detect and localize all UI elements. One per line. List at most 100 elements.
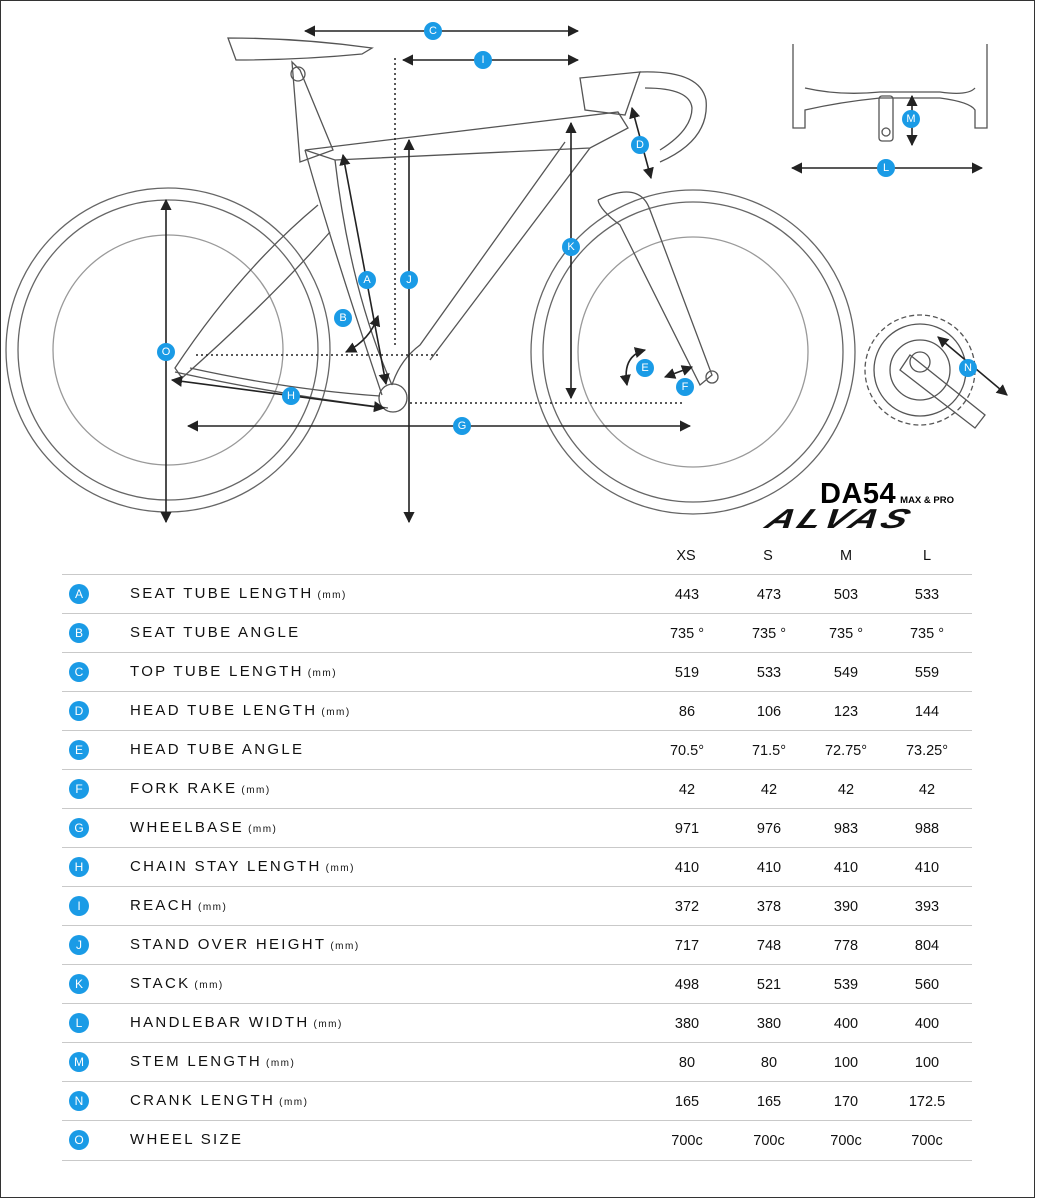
model-variant: MAX & PRO — [900, 495, 954, 506]
value-m: 400 — [833, 1016, 859, 1032]
diagram-label-f: F — [676, 378, 694, 396]
row-badge: D — [69, 701, 89, 721]
value-s: 380 — [756, 1016, 782, 1032]
table-row: N CRANK LENGTH(mm) 165 165 170 172.5 — [62, 1081, 972, 1121]
svg-text:M: M — [906, 113, 915, 125]
value-xs: 519 — [674, 665, 700, 681]
row-unit: (mm) — [241, 785, 271, 796]
handlebar-inset — [792, 44, 988, 142]
table-row: I REACH(mm) 372 378 390 393 — [62, 886, 972, 926]
value-l: 560 — [914, 977, 940, 993]
row-badge: N — [69, 1091, 89, 1111]
value-s: 700c — [753, 1133, 785, 1149]
value-m: 549 — [833, 665, 859, 681]
row-name: WHEELBASE(mm) — [130, 819, 278, 836]
arrow-b — [344, 314, 381, 353]
value-xs: 410 — [674, 860, 700, 876]
svg-text:N: N — [964, 362, 972, 374]
diagram-label-m: M — [902, 110, 920, 128]
row-name: HEAD TUBE LENGTH(mm) — [130, 702, 351, 719]
value-s: 533 — [756, 665, 782, 681]
row-name: STEM LENGTH(mm) — [130, 1053, 296, 1070]
value-xs: 498 — [674, 977, 700, 993]
size-header-s: S — [763, 548, 773, 564]
row-name: REACH(mm) — [130, 897, 228, 914]
value-m: 539 — [833, 977, 859, 993]
row-badge: J — [69, 935, 89, 955]
value-l: 100 — [914, 1055, 940, 1071]
arrow-h — [170, 375, 386, 413]
row-unit: (mm) — [321, 707, 351, 718]
row-name: CHAIN STAY LENGTH(mm) — [130, 858, 355, 875]
row-badge: E — [69, 740, 89, 760]
svg-text:C: C — [429, 25, 437, 37]
row-unit: (mm) — [194, 980, 224, 991]
row-badge: K — [69, 974, 89, 994]
svg-text:L: L — [883, 162, 889, 174]
row-badge: I — [69, 896, 89, 916]
row-name: WHEEL SIZE — [130, 1131, 244, 1148]
value-l: 700c — [911, 1133, 943, 1149]
row-name: HANDLEBAR WIDTH(mm) — [130, 1014, 343, 1031]
table-row: L HANDLEBAR WIDTH(mm) 380 380 400 400 — [62, 1003, 972, 1043]
value-l: 559 — [914, 665, 940, 681]
value-s: 735 ° — [751, 626, 787, 642]
value-l: 804 — [914, 938, 940, 954]
value-s: 71.5° — [751, 743, 787, 759]
value-m: 410 — [833, 860, 859, 876]
value-l: 533 — [914, 587, 940, 603]
value-s: 473 — [756, 587, 782, 603]
brand-logo: ALVAS — [759, 504, 920, 535]
value-xs: 86 — [678, 704, 696, 720]
value-m: 170 — [833, 1094, 859, 1110]
table-row: C TOP TUBE LENGTH(mm) 519 533 549 559 — [62, 652, 972, 692]
value-m: 123 — [833, 704, 859, 720]
table-row: E HEAD TUBE ANGLE 70.5° 71.5° 72.75° 73.… — [62, 730, 972, 770]
value-s: 976 — [756, 821, 782, 837]
row-name: SEAT TUBE LENGTH(mm) — [130, 585, 347, 602]
row-badge: H — [69, 857, 89, 877]
row-unit: (mm) — [330, 941, 360, 952]
row-unit: (mm) — [325, 863, 355, 874]
table-row: G WHEELBASE(mm) 971 976 983 988 — [62, 808, 972, 848]
table-row: A SEAT TUBE LENGTH(mm) 443 473 503 533 — [62, 574, 972, 614]
front-wheel — [530, 189, 856, 515]
svg-text:O: O — [162, 346, 171, 358]
row-badge: C — [69, 662, 89, 682]
table-row: B SEAT TUBE ANGLE 735 ° 735 ° 735 ° 735 … — [62, 613, 972, 653]
bike-geometry-diagram: C I D M L K A J B O E F N H G — [5, 22, 1008, 524]
row-name: STAND OVER HEIGHT(mm) — [130, 936, 360, 953]
svg-text:I: I — [481, 54, 484, 66]
value-xs: 165 — [674, 1094, 700, 1110]
row-name: FORK RAKE(mm) — [130, 780, 271, 797]
arrow-e — [619, 347, 647, 387]
row-badge: M — [69, 1052, 89, 1072]
value-xs: 443 — [674, 587, 700, 603]
model-name: DA54 — [820, 478, 897, 510]
row-unit: (mm) — [198, 902, 228, 913]
value-l: 144 — [914, 704, 940, 720]
svg-text:D: D — [636, 139, 644, 151]
value-l: 988 — [914, 821, 940, 837]
diagram-label-a: A — [358, 271, 376, 289]
value-m: 778 — [833, 938, 859, 954]
table-row: K STACK(mm) 498 521 539 560 — [62, 964, 972, 1004]
bike-frame — [174, 37, 719, 413]
diagram-label-k: K — [562, 238, 580, 256]
row-badge: F — [69, 779, 89, 799]
row-unit: (mm) — [265, 1058, 296, 1069]
row-unit: (mm) — [317, 590, 347, 601]
diagram-label-d: D — [631, 136, 649, 154]
row-unit: (mm) — [279, 1097, 309, 1108]
value-xs: 700c — [671, 1133, 703, 1149]
value-m: 735 ° — [828, 626, 864, 642]
diagram-label-n: N — [959, 359, 977, 377]
size-header-m: M — [839, 548, 853, 564]
value-s: 106 — [756, 704, 782, 720]
diagram-label-e: E — [636, 359, 654, 377]
value-l: 73.25° — [905, 743, 949, 759]
dimension-arrows — [160, 25, 1008, 524]
table-row: H CHAIN STAY LENGTH(mm) 410 410 410 410 — [62, 847, 972, 887]
